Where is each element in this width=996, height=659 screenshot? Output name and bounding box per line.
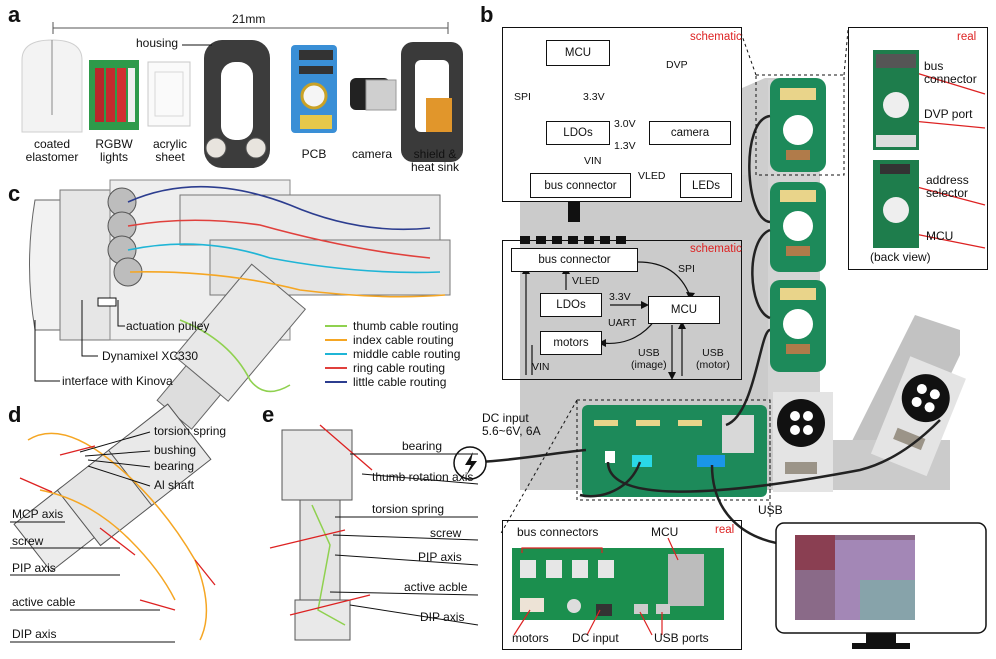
part-label-pcb: PCB [301, 147, 327, 161]
real-mcu-label: MCU [926, 229, 954, 243]
real-bottom-tag: real [715, 524, 735, 536]
mid-schematic-tag: schematic [690, 243, 742, 255]
legend-item: index cable routing [325, 333, 460, 347]
top-33v-label: 3.3V [583, 91, 605, 103]
real-bus-connector-label: bus connector [924, 59, 977, 87]
panel-letter-b: b [480, 2, 494, 27]
panel-a-graphics [21, 22, 463, 168]
top-vin-label: VIN [584, 155, 602, 167]
dc-input-label: DC input 5.6~6V, 6A [482, 411, 541, 439]
legend-swatch [325, 353, 347, 355]
panel-letter-c: c [8, 181, 21, 206]
mid-schematic-frame [502, 240, 742, 380]
legend-swatch [325, 381, 347, 383]
real-bottom-frame [502, 520, 742, 650]
real-top-frame [848, 27, 988, 270]
dynamixel-label: Dynamixel XC330 [102, 349, 199, 363]
top-spi-label: SPI [514, 91, 531, 103]
mid-33v-label: 3.3V [609, 291, 631, 303]
panel-letter-e: e [262, 402, 275, 427]
d-bearing-label: bearing [154, 459, 195, 473]
d-screw-label: screw [12, 534, 44, 548]
d-mcp-axis-label: MCP axis [12, 507, 64, 521]
top-schematic-frame [502, 27, 742, 202]
mid-motors-box: motors [540, 331, 602, 355]
legend-item: little cable routing [325, 375, 460, 389]
mid-usb-motor-label: USB (motor) [696, 347, 730, 371]
e-thumb-rotation-axis-label: thumb rotation axis [372, 470, 474, 484]
mid-mcu-box: MCU [648, 296, 720, 324]
top-camera-box: camera [649, 121, 731, 145]
e-torsion-spring-label: torsion spring [372, 502, 445, 516]
legend-item: thumb cable routing [325, 319, 460, 333]
part-label-rgbw: RGBW lights [95, 137, 133, 165]
real-motors-label: motors [512, 631, 549, 645]
real-bus-connectors-label: bus connectors [517, 525, 599, 539]
mid-vled-label: VLED [572, 275, 600, 287]
mid-vin-label: VIN [532, 361, 550, 373]
mid-schematic-lines [525, 261, 691, 376]
e-dip-axis-label: DIP axis [420, 610, 465, 624]
real-address-selector-label: address selector [926, 173, 969, 201]
d-torsion-spring-label: torsion spring [154, 424, 227, 438]
part-label-shield: shield & heat sink [410, 147, 460, 175]
real-usb-ports-label: USB ports [654, 631, 709, 645]
d-bushing-label: bushing [154, 443, 197, 457]
top-13v-label: 1.3V [614, 140, 636, 152]
part-label-acrylic: acrylic sheet [152, 137, 187, 165]
top-vled-label: VLED [638, 170, 666, 182]
panel-letter-d: d [8, 402, 22, 427]
usb-label: USB [758, 503, 783, 517]
d-pip-axis-label: PIP axis [12, 561, 56, 575]
real-back-view-label: (back view) [870, 250, 931, 264]
real-top-tag: real [957, 31, 977, 43]
d-active-cable-label: active cable [12, 595, 76, 609]
e-active-acble-label: active acble [404, 580, 468, 594]
d-al-shaft-label: Al shaft [154, 478, 195, 492]
legend-item: ring cable routing [325, 361, 460, 375]
panel-c-graphics [29, 179, 451, 430]
legend-label: little cable routing [353, 375, 447, 389]
top-dvp-label: DVP [666, 59, 688, 71]
mid-bus-connector-box: bus connector [511, 248, 638, 272]
legend-swatch [325, 367, 347, 369]
part-label-camera: camera [351, 147, 392, 161]
top-30v-label: 3.0V [614, 118, 636, 130]
top-mcu-box: MCU [546, 40, 610, 66]
top-bus-connector-box: bus connector [530, 173, 631, 198]
legend-swatch [325, 325, 347, 327]
mid-ldos-box: LDOs [540, 293, 602, 317]
d-dip-axis-label: DIP axis [12, 627, 57, 641]
panel-e-graphics [269, 424, 479, 641]
housing-label: housing [136, 36, 179, 50]
mid-spi-label: SPI [678, 263, 695, 275]
top-leds-box: LEDs [680, 173, 732, 198]
mid-uart-label: UART [608, 317, 637, 329]
dimension-label: 21mm [232, 12, 266, 26]
legend-label: thumb cable routing [353, 319, 459, 333]
legend-label: ring cable routing [353, 361, 446, 375]
panel-letter-a: a [8, 2, 21, 27]
interface-kinova-label: interface with Kinova [62, 374, 173, 388]
legend-label: index cable routing [353, 333, 454, 347]
actuation-pulley-label: actuation pulley [126, 319, 210, 333]
part-label-elastomer: coated elastomer [25, 137, 79, 165]
real-bottom-mcu-label: MCU [651, 525, 679, 539]
e-pip-axis-label: PIP axis [418, 550, 462, 564]
e-bearing-label: bearing [402, 439, 443, 453]
top-ldos-box: LDOs [546, 121, 610, 145]
e-screw-label: screw [430, 526, 462, 540]
legend-item: middle cable routing [325, 347, 460, 361]
top-schematic-tag: schematic [690, 31, 742, 43]
real-dc-input-label: DC input [572, 631, 619, 645]
real-dvp-port-label: DVP port [924, 107, 973, 121]
panel-d-graphics [10, 403, 216, 643]
legend-swatch [325, 339, 347, 341]
legend-label: middle cable routing [353, 347, 461, 361]
mid-usb-image-label: USB (image) [631, 347, 667, 371]
